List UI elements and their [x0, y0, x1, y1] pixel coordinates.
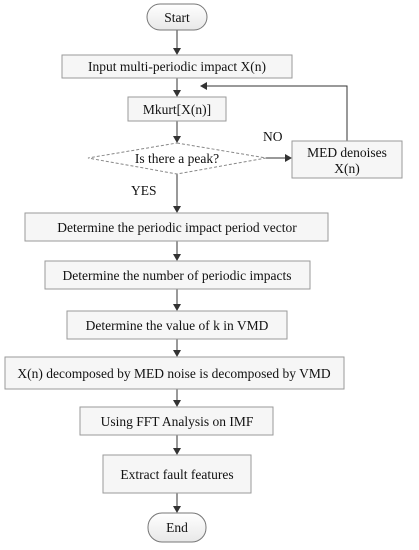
decision-diamond [87, 142, 267, 175]
input-node: Input multi-periodic impact X(n) [61, 54, 293, 79]
edges [173, 30, 348, 513]
start-shape [146, 3, 208, 31]
decompose-box [4, 356, 345, 390]
arrowhead [173, 136, 181, 143]
end-shape [147, 512, 207, 543]
value-k-label: Determine the value of k in VMD [86, 318, 269, 333]
arrowhead [173, 448, 181, 455]
med-node: MED denoises X(n) [291, 140, 403, 179]
decompose-label: X(n) decomposed by MED noise is decompos… [17, 366, 330, 381]
yes-label: YES [131, 183, 157, 198]
arrowhead [173, 48, 181, 55]
extract-box [102, 454, 252, 494]
number-impacts-label: Determine the number of periodic impacts [62, 268, 291, 283]
input-label: Input multi-periodic impact X(n) [88, 59, 266, 74]
value-k-node: Determine the value of k in VMD [66, 310, 288, 340]
arrowhead [173, 350, 181, 357]
arrowhead [173, 206, 181, 213]
start-label: Start [164, 10, 190, 25]
arrowhead [173, 304, 181, 311]
decision-node: Is there a peak? [87, 142, 267, 175]
fft-label: Using FFT Analysis on IMF [101, 414, 254, 429]
mkurt-node: Mkurt[X(n)] [127, 96, 227, 122]
decision-label: Is there a peak? [135, 151, 219, 166]
period-vector-node: Determine the periodic impact period vec… [24, 212, 329, 242]
value-k-box [66, 310, 288, 340]
arrowhead [173, 506, 181, 513]
no-label: NO [263, 129, 283, 144]
decompose-node: X(n) decomposed by MED noise is decompos… [4, 356, 345, 390]
arrowhead [173, 90, 181, 97]
edge-med-loopback [207, 85, 348, 141]
mkurt-box [127, 96, 227, 122]
fft-node: Using FFT Analysis on IMF [79, 406, 274, 436]
end-node: End [147, 512, 207, 543]
arrowhead [200, 82, 207, 90]
number-impacts-box [44, 260, 311, 290]
extract-node: Extract fault features [102, 454, 252, 494]
arrowhead [173, 400, 181, 407]
period-vector-label: Determine the periodic impact period vec… [57, 220, 297, 235]
arrowhead [173, 254, 181, 261]
arrowhead [285, 154, 292, 162]
start-node: Start [146, 3, 208, 31]
med-label-line1: MED denoises [307, 145, 387, 160]
mkurt-label: Mkurt[X(n)] [143, 102, 211, 117]
fft-box [79, 406, 274, 436]
number-impacts-node: Determine the number of periodic impacts [44, 260, 311, 290]
extract-label: Extract fault features [120, 467, 233, 482]
input-box [61, 54, 293, 79]
med-box [291, 140, 403, 179]
med-label-line2: X(n) [334, 161, 360, 176]
period-vector-box [24, 212, 329, 242]
end-label: End [166, 520, 188, 535]
